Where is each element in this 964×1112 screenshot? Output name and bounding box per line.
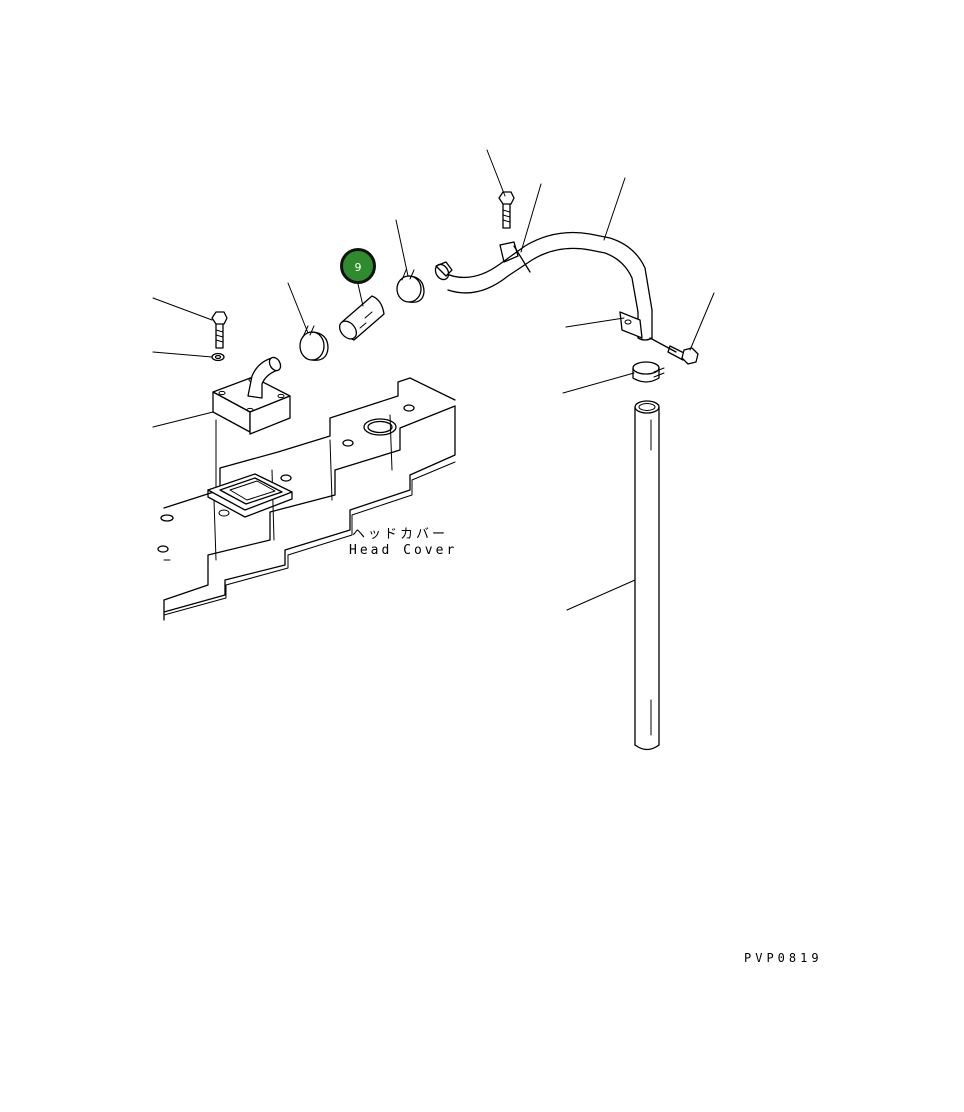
head-cover-label-jp: ヘッドカバー: [352, 527, 449, 542]
rubber-hose: [338, 295, 385, 341]
breather-gasket: [207, 473, 293, 518]
callout-number: 9: [354, 260, 362, 274]
head-cover-label-en: Head Cover: [349, 543, 458, 558]
hose-clamp-1: [299, 325, 329, 361]
head-cover: [157, 377, 456, 621]
breather-tube: [434, 231, 653, 341]
bracket-right: [619, 311, 677, 353]
callout-badge-9[interactable]: 9: [340, 248, 376, 284]
long-pipe: [634, 400, 660, 751]
hose-clamp-3: [632, 361, 665, 383]
drawing-code: PVP0819: [744, 951, 823, 965]
bolt-left: [211, 311, 228, 349]
hose-clamp-2: [396, 269, 425, 303]
bolt-right: [667, 345, 699, 365]
breather-box: [212, 356, 291, 488]
washer: [211, 352, 225, 362]
bolt-top: [498, 191, 515, 229]
leader-lines: [152, 149, 715, 611]
